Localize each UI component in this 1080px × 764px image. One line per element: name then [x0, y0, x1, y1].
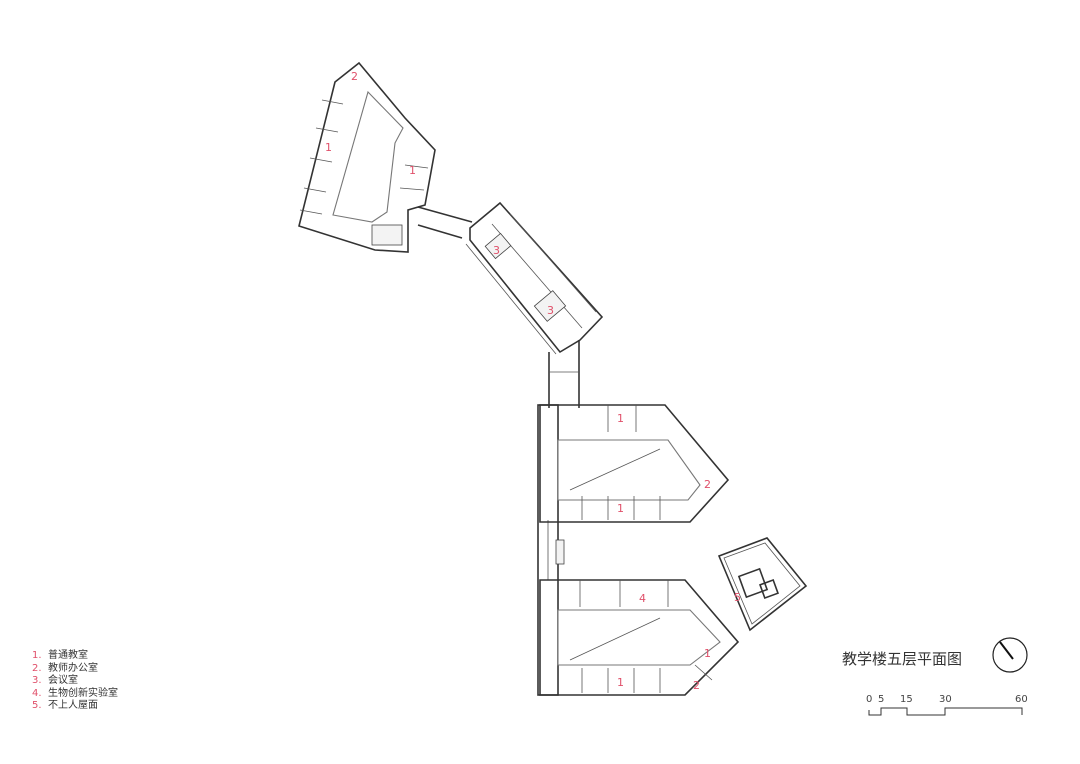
- room-label: 2: [351, 70, 358, 83]
- room-label: 2: [704, 478, 711, 491]
- scale-bar: 0 5 15 30 60: [866, 694, 1028, 716]
- north-block: [298, 61, 436, 253]
- legend-label: 不上人屋面: [48, 700, 98, 711]
- scale-tick: 15: [900, 694, 913, 705]
- legend-item: 4. 生物创新实验室: [32, 688, 118, 701]
- middle-block: [465, 201, 604, 355]
- legend-num: 1.: [32, 650, 42, 661]
- legend-label: 生物创新实验室: [48, 687, 118, 699]
- scale-tick: 0: [866, 694, 872, 705]
- vertical-connector: [548, 340, 580, 408]
- scale-tick: 5: [878, 694, 884, 705]
- plan-title: 教学楼五层平面图: [842, 650, 963, 668]
- legend-label: 普通教室: [48, 650, 88, 661]
- legend-item: 5. 不上人屋面: [32, 700, 118, 713]
- scale-tick: 60: [1015, 694, 1028, 705]
- room-label: 1: [325, 141, 332, 154]
- lower-wing: [539, 579, 740, 696]
- legend-label: 教师办公室: [48, 662, 98, 674]
- room-label: 1: [617, 676, 624, 689]
- room-label: 1: [704, 647, 711, 660]
- room-label: 2: [693, 679, 700, 692]
- north-arrow-icon: [992, 637, 1028, 673]
- legend-item: 2. 教师办公室: [32, 663, 118, 676]
- link-corridor: [417, 206, 473, 239]
- legend-num: 5.: [32, 700, 42, 711]
- room-label: 5: [734, 591, 741, 604]
- room-label: 4: [639, 592, 646, 605]
- room-label: 3: [493, 244, 500, 257]
- roof-block: [717, 537, 808, 632]
- scale-tick: 30: [939, 694, 952, 705]
- legend-num: 4.: [32, 687, 42, 699]
- room-label: 3: [547, 304, 554, 317]
- legend-item: 1. 普通教室: [32, 650, 118, 663]
- upper-wing: [539, 404, 730, 523]
- room-label: 1: [617, 412, 624, 425]
- legend: 1. 普通教室 2. 教师办公室 3. 会议室 4. 生物创新实验室 5. 不上人屋面: [32, 650, 118, 713]
- room-label: 1: [617, 502, 624, 515]
- legend-label: 会议室: [48, 675, 78, 686]
- legend-num: 3.: [32, 675, 42, 686]
- room-label: 1: [409, 164, 416, 177]
- legend-item: 3. 会议室: [32, 675, 118, 688]
- legend-num: 2.: [32, 662, 42, 674]
